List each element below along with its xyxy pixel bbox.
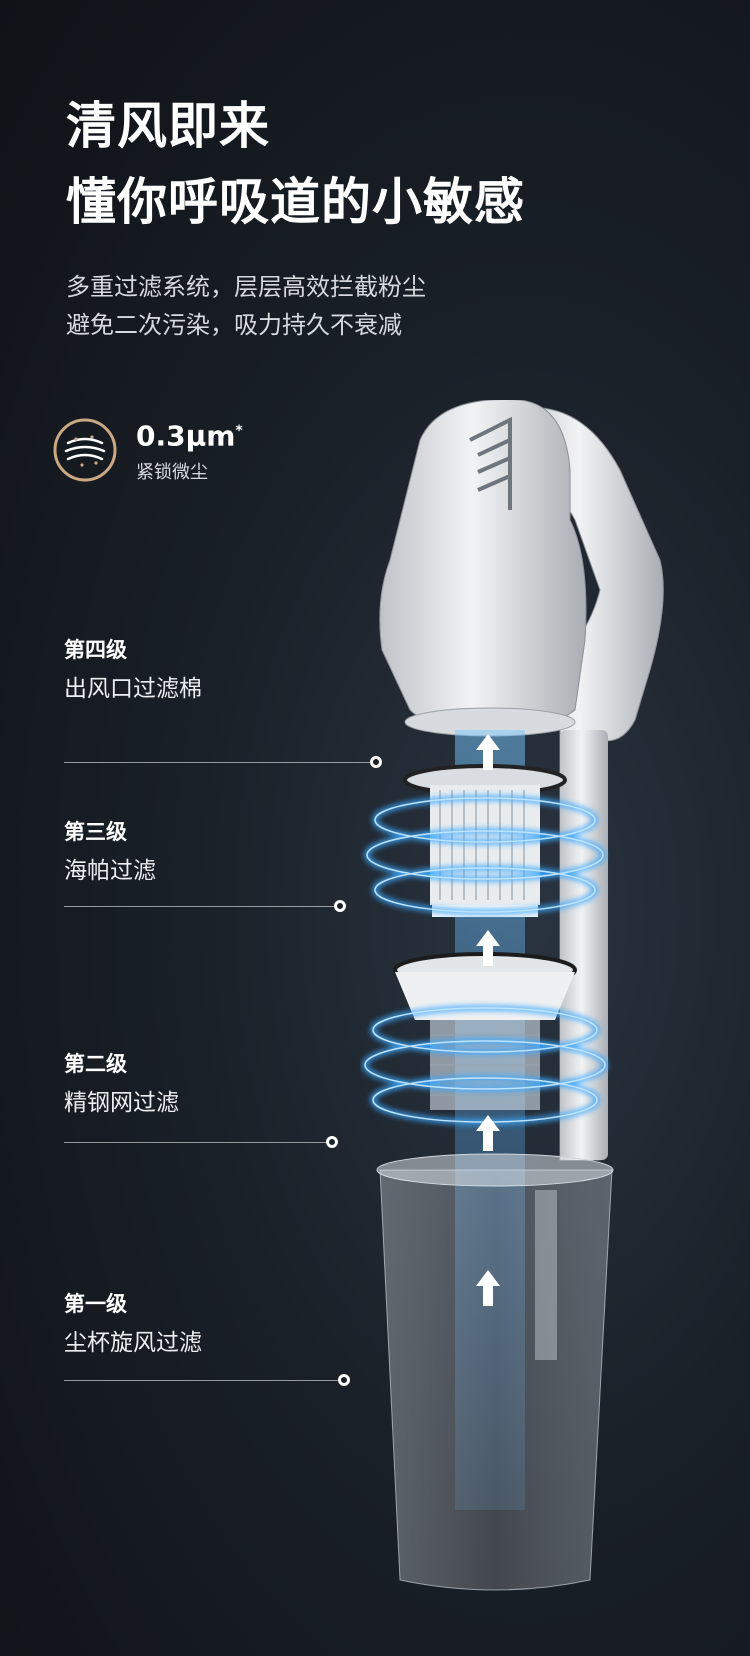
subtitle-line-2: 避免二次污染，吸力持久不衰减 <box>66 311 402 339</box>
badge-asterisk: * <box>235 423 243 439</box>
headline: 清风即来 懂你呼吸道的小敏感 <box>66 88 525 240</box>
stage-3-leader-line <box>64 906 334 907</box>
stage-2: 第二级 精钢网过滤 <box>64 1050 384 1120</box>
headline-line-2: 懂你呼吸道的小敏感 <box>66 173 525 231</box>
badge-label: 紧锁微尘 <box>136 462 208 484</box>
stage-1-leader-line <box>64 1380 338 1381</box>
badge-value-text: 0.3μm <box>136 419 236 453</box>
subtitle-line-1: 多重过滤系统，层层高效拦截粉尘 <box>66 273 426 301</box>
stage-4: 第四级 出风口过滤棉 <box>64 636 384 706</box>
stage-4-title: 第四级 <box>64 638 127 662</box>
stage-2-title: 第二级 <box>64 1052 127 1076</box>
stage-3-marker <box>334 900 346 912</box>
vacuum-product-illustration <box>362 400 664 1591</box>
stage-1-desc: 尘杯旋风过滤 <box>64 1330 202 1356</box>
stage-2-desc: 精钢网过滤 <box>64 1090 179 1116</box>
filtration-badge: 0.3μm* 紧锁微尘 <box>52 415 243 484</box>
stage-3-title: 第三级 <box>64 820 127 844</box>
handle-column <box>560 730 608 1160</box>
stage-4-desc: 出风口过滤棉 <box>64 676 202 702</box>
stage-2-leader-line <box>64 1142 326 1143</box>
subtitle: 多重过滤系统，层层高效拦截粉尘 避免二次污染，吸力持久不衰减 <box>66 268 426 344</box>
dust-filter-icon <box>53 418 117 482</box>
stage-1-marker <box>338 1374 350 1386</box>
badge-text: 0.3μm* 紧锁微尘 <box>136 415 243 484</box>
stage-3: 第三级 海帕过滤 <box>64 818 384 888</box>
stage-1: 第一级 尘杯旋风过滤 <box>64 1290 384 1360</box>
badge-value: 0.3μm* <box>136 415 243 452</box>
stage-1-title: 第一级 <box>64 1292 127 1316</box>
stage-4-leader-line <box>64 762 370 763</box>
headline-line-1: 清风即来 <box>66 97 270 155</box>
stage-2-marker <box>326 1136 338 1148</box>
stage-4-marker <box>370 756 382 768</box>
stage-3-desc: 海帕过滤 <box>64 858 156 884</box>
